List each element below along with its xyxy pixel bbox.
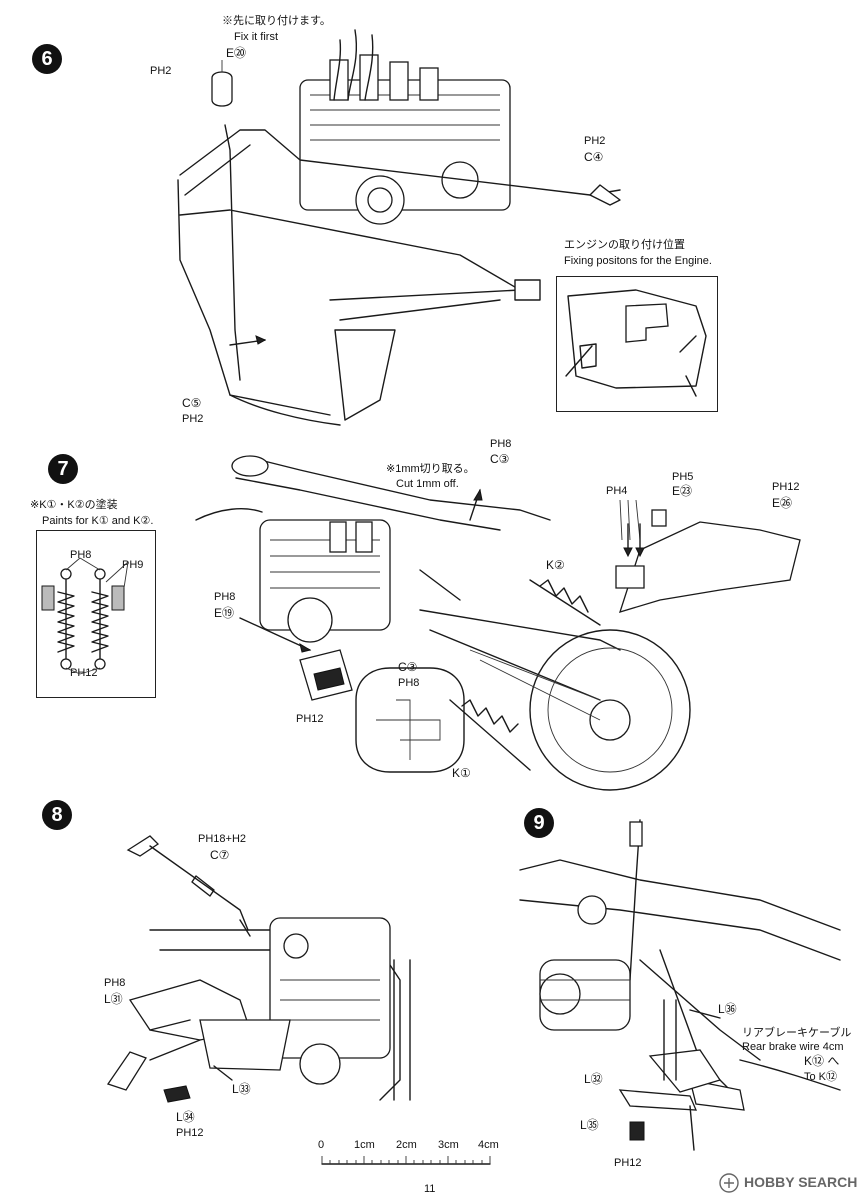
paint-note-jp: ※K①・K②の塗装 xyxy=(30,499,118,511)
label-ph12-step8: PH12 xyxy=(176,1127,204,1139)
label-ph8-left: PH8 xyxy=(214,591,236,603)
scale-tick-4cm: 4cm xyxy=(478,1139,499,1151)
label-l35: L㉟ xyxy=(580,1118,599,1132)
engine-position-inset xyxy=(556,276,718,412)
label-ph8-step8: PH8 xyxy=(104,977,126,989)
watermark: HOBBY SEARCH xyxy=(718,1172,860,1194)
paint-note-en: Paints for K① and K②. xyxy=(42,515,154,527)
label-e19: E⑲ xyxy=(214,606,235,620)
label-c3-mid: C③ xyxy=(398,660,418,674)
label-l36: L㊱ xyxy=(718,1002,737,1016)
label-c3-top: C③ xyxy=(490,452,510,466)
label-l34: L㉞ xyxy=(176,1110,195,1124)
step-9-badge: 9 xyxy=(524,808,554,838)
label-ph12-right: PH12 xyxy=(772,481,800,493)
label-ph8-mid: PH8 xyxy=(398,677,420,689)
label-ph4: PH4 xyxy=(606,485,628,497)
shock-paint-inset-drawing xyxy=(41,557,129,675)
label-ph2-bottom: PH2 xyxy=(182,413,204,425)
step-6-badge: 6 xyxy=(32,44,62,74)
label-l31: L㉛ xyxy=(104,992,123,1006)
scale-tick-0: 0 xyxy=(318,1139,325,1151)
label-l32: L㉜ xyxy=(584,1072,603,1086)
label-e23: E㉓ xyxy=(672,484,693,498)
label-ph18-h2: PH18+H2 xyxy=(198,833,247,845)
label-l33: L㉝ xyxy=(232,1082,251,1096)
scale-bar xyxy=(321,1156,491,1165)
brake-note-en: Rear brake wire 4cm xyxy=(742,1041,844,1053)
label-ph5: PH5 xyxy=(672,471,694,483)
cut-note-en: Cut 1mm off. xyxy=(396,478,459,490)
label-ph12-left: PH12 xyxy=(296,713,324,725)
label-k12-jp: K⑫ へ xyxy=(804,1054,840,1068)
label-e26: E㉖ xyxy=(772,496,793,510)
page-number: 11 xyxy=(424,1183,436,1195)
step-8-badge: 8 xyxy=(42,800,72,830)
label-ph2-right: PH2 xyxy=(584,135,606,147)
label-c7: C⑦ xyxy=(210,848,230,862)
label-k1: K① xyxy=(452,766,471,780)
label-e20: E⑳ xyxy=(226,46,247,60)
inset-ph8: PH8 xyxy=(70,549,92,561)
brake-note-jp: リアブレーキケーブル xyxy=(742,1027,852,1039)
label-k2: K② xyxy=(546,558,565,572)
step-7-badge: 7 xyxy=(48,454,78,484)
label-ph12-step9: PH12 xyxy=(614,1157,642,1169)
inset-title-en: Fixing positons for the Engine. xyxy=(564,255,712,267)
step6-note-jp: ※先に取り付けます。 xyxy=(222,15,331,27)
engine-position-inset-drawing xyxy=(565,289,707,397)
label-k12-en: To K⑫ xyxy=(804,1071,838,1083)
label-c5: C⑤ xyxy=(182,396,202,410)
inset-title-jp: エンジンの取り付け位置 xyxy=(564,239,685,251)
shock-paint-inset xyxy=(36,530,156,698)
label-ph2-top: PH2 xyxy=(150,65,172,77)
step6-note-en: Fix it first xyxy=(234,31,278,43)
watermark-text: HOBBY SEARCH xyxy=(744,1174,858,1190)
cut-note-jp: ※1mm切り取る。 xyxy=(386,463,475,475)
label-ph8-top: PH8 xyxy=(490,438,512,450)
scale-tick-3cm: 3cm xyxy=(438,1139,459,1151)
scale-tick-2cm: 2cm xyxy=(396,1139,417,1151)
label-c4: C④ xyxy=(584,150,604,164)
scale-tick-1cm: 1cm xyxy=(354,1139,375,1151)
watermark-logo-icon xyxy=(719,1173,739,1193)
